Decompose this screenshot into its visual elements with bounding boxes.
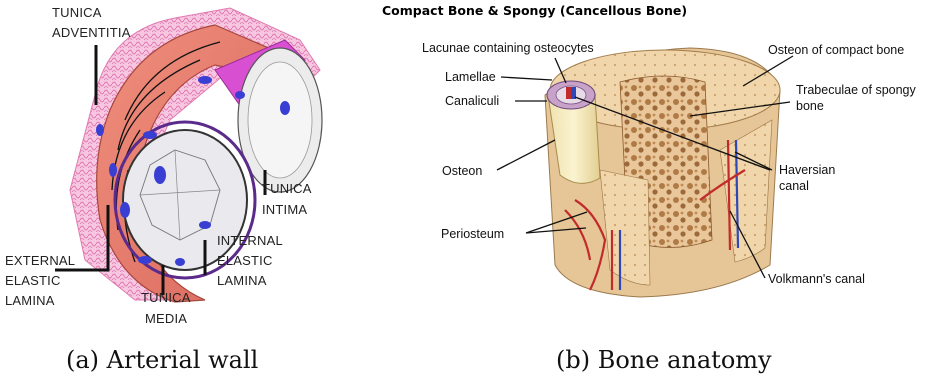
label-external-elastic-2: ELASTIC — [5, 273, 61, 288]
label-osteon: Osteon — [442, 164, 482, 178]
label-trabeculae-1: Trabeculae of spongy — [796, 83, 917, 97]
label-trabeculae-2: bone — [796, 99, 824, 113]
leader-osteon — [497, 140, 555, 170]
label-internal-elastic-3: LAMINA — [217, 273, 267, 288]
bone-figure-title: Compact Bone & Spongy (Cancellous Bone) — [382, 3, 687, 18]
label-external-elastic-3: LAMINA — [5, 293, 55, 308]
caption-bone-anatomy: (b) Bone anatomy — [556, 346, 772, 374]
label-tunica-adventitia-1: TUNICA — [52, 5, 102, 20]
label-internal-elastic-1: INTERNAL — [217, 233, 283, 248]
label-osteon-compact-bone: Osteon of compact bone — [768, 43, 904, 57]
label-canaliculi: Canaliculi — [445, 94, 499, 108]
label-tunica-intima-1: TUNICA — [262, 181, 312, 196]
label-external-elastic-1: EXTERNAL — [5, 253, 75, 268]
leader-lamellae — [501, 77, 552, 80]
label-haversian-2: canal — [779, 179, 809, 193]
haversian-canal-red — [566, 87, 571, 99]
label-lamellae: Lamellae — [445, 70, 496, 84]
label-volkmanns-canal: Volkmann's canal — [768, 272, 865, 286]
label-lacunae: Lacunae containing osteocytes — [422, 41, 594, 55]
label-periosteum: Periosteum — [441, 227, 504, 241]
label-tunica-adventitia-2: ADVENTITIA — [52, 25, 131, 40]
label-internal-elastic-2: ELASTIC — [217, 253, 273, 268]
label-tunica-intima-2: INTIMA — [262, 202, 307, 217]
caption-arterial-wall: (a) Arterial wall — [66, 346, 258, 374]
label-tunica-media-1: TUNICA — [141, 290, 191, 305]
label-haversian-1: Haversian — [779, 163, 835, 177]
label-tunica-media-2: MEDIA — [145, 311, 187, 326]
